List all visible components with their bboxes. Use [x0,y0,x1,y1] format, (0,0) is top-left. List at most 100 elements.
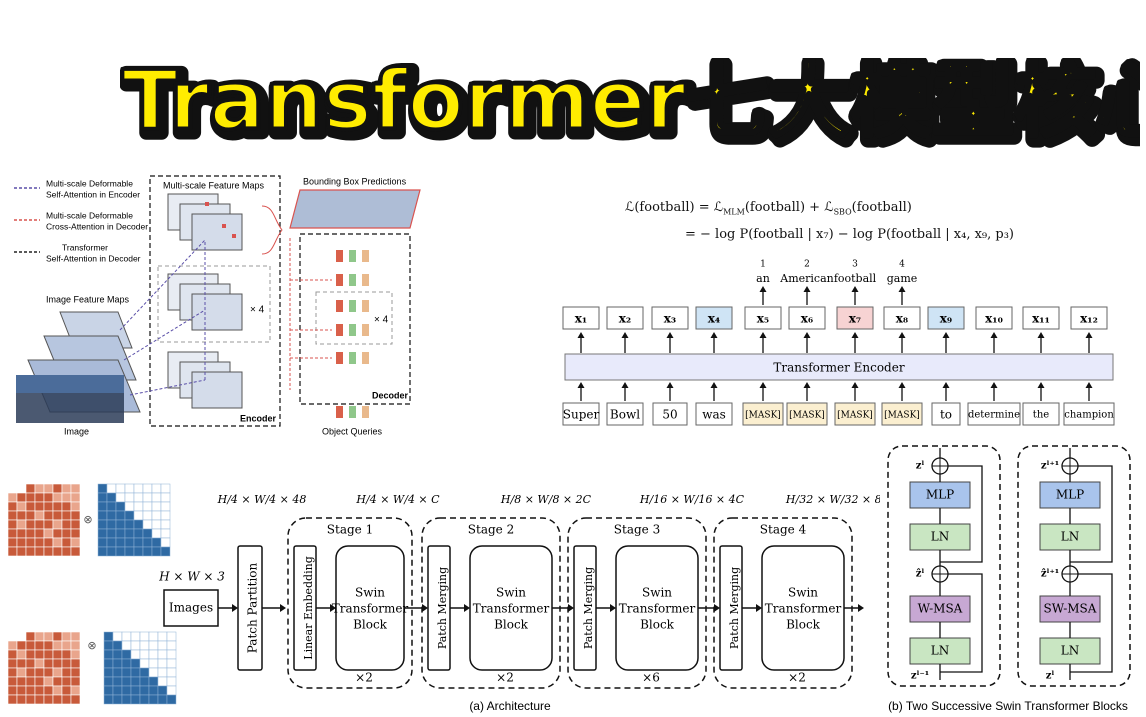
swin-mask-tile [7,546,18,557]
swin-mask-triangle [157,685,168,696]
swin-mask-tile [34,631,45,642]
legend-1-line2: Self-Attention in Encoder [46,189,140,199]
swin-mask-triangle [121,649,132,660]
swin-mask-triangle [139,676,150,687]
swin-mask-tile [61,676,72,687]
eq1-mid: (football) + ℒ [744,200,834,215]
swin-mask-triangle [103,667,114,678]
input-token-label: was [702,408,726,422]
input-token-label: [MASK] [884,411,920,421]
image-feature-maps-label: Image Feature Maps [46,294,130,304]
position-word: an [756,272,770,285]
swin-mask-triangle [130,649,141,660]
swin-mask-triangle [112,676,123,687]
swin-mask-tile [25,537,36,548]
swin-mask-triangle [112,658,123,669]
swin-mask-tile [25,685,36,696]
decoder-box [299,233,411,405]
output-token-label: x₇ [849,312,861,326]
swin-mask-tile [61,640,72,651]
swin-mask-tile [25,510,36,521]
patch-merging-label: Patch Merging [436,567,449,649]
arrow-enc-out-head [759,332,767,338]
swin-mask-tile [70,537,81,548]
swin-mask-triangle [106,537,117,548]
transformer-encoder-label: Transformer Encoder [773,361,904,375]
swin-mask-triangle [121,658,132,669]
arrow-in-enc-head [577,382,585,388]
swin-mask-triangle [160,519,171,530]
arrowhead-pp-stage1 [280,604,286,612]
swin-mask-tile [61,667,72,678]
arrow-in-enc-head [851,382,859,388]
residual-1 [940,573,983,673]
input-token-box [834,402,876,426]
swin-mask-tile [70,658,81,669]
output-token-box [606,306,644,330]
swin-mask-triangle [157,658,168,669]
swin-mask-triangle [97,546,108,557]
output-token-box [695,306,733,330]
swin-mask-triangle [148,649,159,660]
stage-label: Stage 1 [327,523,373,537]
swin-mask-triangle [103,631,114,642]
swin-mask-triangle [142,501,153,512]
arrowhead-embed-block [464,604,470,612]
swin-mask-tile [61,631,72,642]
swin-mask-triangle [112,640,123,651]
arrowhead-stage-out [422,604,428,612]
swin-mask-triangle [151,519,162,530]
swin-mask-tile [25,649,36,660]
swin-mask-triangle [121,631,132,642]
stage-label: Stage 2 [468,523,514,537]
swin-mask-tile [70,667,81,678]
swin-mask-triangle [121,640,132,651]
swin-mask-triangle [160,546,171,557]
swin-mask-triangle [142,483,153,494]
bbox-prediction-image [289,189,421,229]
z-in-label: zˡ [1046,671,1055,682]
swin-mask-tile [52,694,63,705]
swin-mask-tile [34,483,45,494]
caption-architecture: (a) Architecture [469,699,551,713]
swin-mask-tile [43,528,54,539]
z-in-label: zˡ⁻¹ [911,671,929,682]
arrow-in-enc-head [990,382,998,388]
input-dim: H × W × 3 [158,570,225,584]
swin-mask-tile [25,658,36,669]
swin-mask-tile [52,483,63,494]
swin-mask-tile [61,501,72,512]
output-token-label: x₉ [940,312,952,326]
caption-successive-blocks: (b) Two Successive Swin Transformer Bloc… [888,699,1128,713]
swin-mask-triangle [115,501,126,512]
stage-label: Stage 4 [760,523,807,537]
swin-mask-triangle [115,537,126,548]
swin-mask-triangle [139,649,150,660]
position-number: 4 [899,260,905,270]
swin-mask-triangle [97,501,108,512]
object-queries-label: Object Queries [322,426,383,436]
arrow-in-enc-head [1085,382,1093,388]
swin-mask-tile [70,694,81,705]
swin-mask-triangle [115,483,126,494]
swin-mask-tile [7,631,18,642]
swin-mask-tile [25,667,36,678]
arrow-in-enc-head [942,382,950,388]
swin-mask-triangle [112,685,123,696]
swin-mask-triangle [151,492,162,503]
swin-mask-triangle [103,694,114,705]
enc-map-c [191,213,243,251]
input-token-box [967,402,1021,426]
swin-mask-tile [70,519,81,530]
swin-mask-triangle [124,537,135,548]
swin-mask-triangle [157,631,168,642]
swin-mask-tile [16,546,27,557]
swin-mask-triangle [115,528,126,539]
swin-block-label: Block [353,618,388,632]
swin-mask-triangle [121,676,132,687]
swin-mask-triangle [97,519,108,530]
swin-block-label: Transformer [332,602,409,616]
stage-box [421,517,561,689]
